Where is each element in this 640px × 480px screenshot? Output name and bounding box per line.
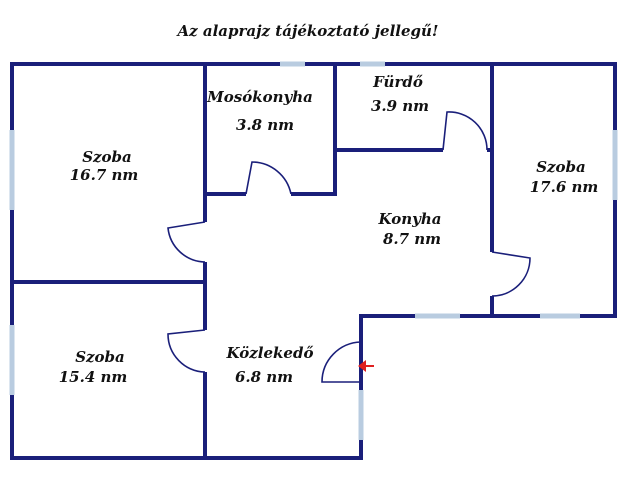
room-name-szoba-2: Szoba (536, 158, 586, 176)
outer-walls (10, 62, 617, 460)
room-name-konyha: Konyha (378, 210, 442, 228)
room-name-kozlekedo: Közlekedő (226, 344, 314, 362)
door-szoba-16 (167, 221, 206, 263)
door-szoba-17 (491, 251, 531, 297)
entrance-arrow-icon (358, 360, 374, 372)
room-area-kozlekedo: 6.8 nm (235, 368, 293, 386)
doors (167, 111, 531, 383)
room-name-szoba-1: Szoba (82, 148, 132, 166)
disclaimer-note: Az alaprajz tájékoztató jellegű! (175, 22, 438, 40)
room-name-furdo-area: 3.9 nm (371, 97, 429, 115)
room-labels: Mosókonyha 3.8 nm Fürdő 3.9 nm Szoba 16.… (59, 73, 599, 386)
room-area-szoba-3: 15.4 nm (59, 368, 128, 386)
windows (9, 61, 618, 440)
door-mosokonyha (245, 161, 292, 195)
room-area-mosokonyha: 3.8 nm (236, 116, 294, 134)
room-name-furdo: Fürdő (372, 73, 423, 91)
door-szoba-15 (167, 329, 206, 373)
door-entrance (321, 341, 362, 383)
room-name-szoba-3: Szoba (75, 348, 125, 366)
room-name-mosokonyha: Mosókonyha (206, 88, 313, 106)
room-area-szoba-2: 17.6 nm (530, 178, 599, 196)
room-area-szoba-1: 16.7 nm (70, 166, 139, 184)
door-furdo (442, 111, 488, 151)
room-area-konyha: 8.7 nm (383, 230, 441, 248)
